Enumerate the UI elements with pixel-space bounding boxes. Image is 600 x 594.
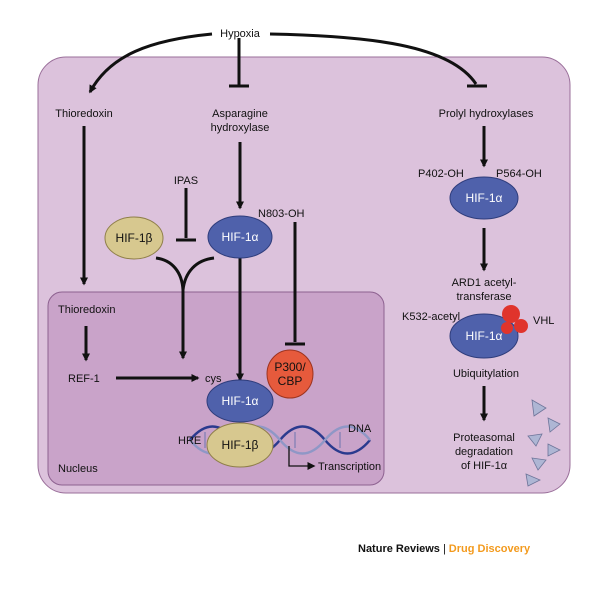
label-hypoxia: Hypoxia	[220, 28, 261, 40]
label-nucleus: Nucleus	[58, 463, 98, 475]
label-vhl: VHL	[533, 315, 554, 327]
hif1b-node-nucleus: HIF-1β	[206, 422, 274, 468]
hif1a-node-nucleus: HIF-1α	[206, 379, 274, 423]
hif1b-node-cyto: HIF-1β	[104, 216, 164, 260]
label-thioredoxin-cyto: Thioredoxin	[55, 108, 112, 120]
svg-text:HIF-1β: HIF-1β	[116, 231, 153, 245]
label-p564: P564-OH	[496, 168, 542, 180]
arrow-transcription	[288, 446, 316, 470]
vhl-protein	[501, 305, 528, 334]
label-proteasomal-3: of HIF-1α	[461, 460, 508, 472]
p300-cbp-node: P300/ CBP	[266, 349, 314, 399]
label-hre: HRE	[178, 435, 201, 447]
label-ref1: REF-1	[68, 373, 100, 385]
label-transcription: Transcription	[318, 461, 381, 473]
hif1a-node-cyto: HIF-1α	[207, 215, 273, 259]
label-ard1-1: ARD1 acetyl-	[452, 277, 517, 289]
label-asparagine-2: hydroxylase	[211, 122, 270, 134]
label-ard1-2: transferase	[456, 291, 511, 303]
label-asparagine-1: Asparagine	[212, 108, 268, 120]
label-ubiquitylation: Ubiquitylation	[453, 368, 519, 380]
svg-text:CBP: CBP	[278, 374, 303, 388]
inhibit-hypoxia-to-prolyl	[269, 32, 478, 85]
hif1a-node-acetylated: HIF-1α	[449, 313, 519, 359]
arrow-hif1a-merge	[181, 256, 215, 291]
label-proteasomal-1: Proteasomal	[453, 432, 515, 444]
svg-text:HIF-1α: HIF-1α	[466, 329, 503, 343]
label-dna: DNA	[348, 423, 372, 435]
arrow-hypoxia-to-thioredoxin	[88, 32, 213, 94]
label-k532: K532-acetyl	[402, 311, 460, 323]
credit-separator: |	[442, 543, 446, 555]
svg-text:HIF-1α: HIF-1α	[222, 394, 259, 408]
svg-text:HIF-1α: HIF-1α	[222, 230, 259, 244]
journal-name: Drug Discovery	[448, 543, 531, 555]
label-p402: P402-OH	[418, 168, 464, 180]
publisher-name: Nature Reviews	[358, 543, 440, 555]
svg-text:HIF-1β: HIF-1β	[222, 438, 259, 452]
label-cys: cys	[205, 373, 222, 385]
hif1a-node-hydroxylated: HIF-1α	[449, 176, 519, 220]
publication-credit: Nature Reviews|Drug Discovery	[358, 543, 530, 555]
svg-text:HIF-1α: HIF-1α	[466, 191, 503, 205]
label-ipas: IPAS	[174, 175, 198, 187]
degradation-fragments	[525, 399, 561, 487]
label-thioredoxin-nuc: Thioredoxin	[58, 304, 115, 316]
label-n803: N803-OH	[258, 208, 305, 220]
label-proteasomal-2: degradation	[455, 446, 513, 458]
label-prolyl: Prolyl hydroxylases	[439, 108, 534, 120]
svg-text:P300/: P300/	[274, 360, 306, 374]
